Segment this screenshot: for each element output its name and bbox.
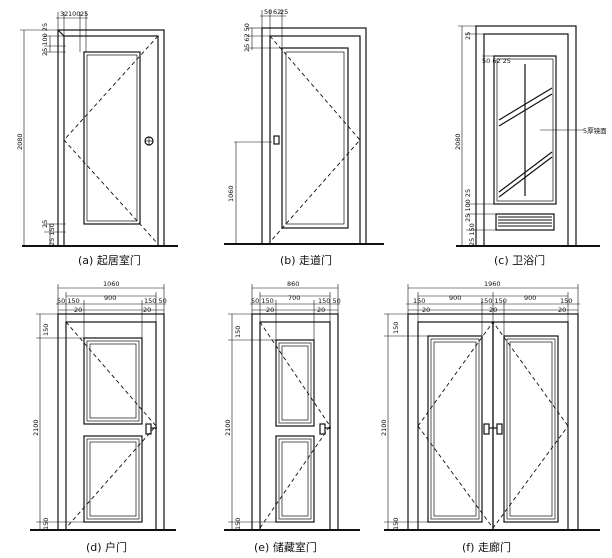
dim-d-top-rail: 150 bbox=[42, 324, 50, 336]
door-c: 5厚镜面 25 50 62 25 2080 25 100 25 25 150 (… bbox=[454, 25, 607, 267]
dim-e-sub-l: 20 bbox=[266, 306, 274, 314]
dim-c-left-lower: 25 100 25 bbox=[464, 189, 472, 222]
door-f: 1960 900 900 150 150 150 150 20 20 20 21… bbox=[380, 280, 600, 554]
mirror-note: 5厚镜面 bbox=[583, 126, 607, 135]
dim-e-bottom-rail: 150 bbox=[234, 518, 242, 530]
dim-a-left-upper: 25 100 25 bbox=[41, 23, 49, 56]
swing-lines-f-bottom bbox=[417, 425, 569, 529]
dim-f-top-rail: 150 bbox=[392, 322, 400, 334]
dim-e-sub-r: 20 bbox=[317, 306, 325, 314]
door-leaf-d bbox=[65, 321, 157, 531]
dim-f-sub-m: 20 bbox=[489, 306, 497, 314]
caption-door-b: (b) 走道门 bbox=[280, 253, 332, 267]
dim-c-top-row: 50 62 25 bbox=[482, 57, 511, 65]
caption-door-f: (f) 走廊门 bbox=[462, 540, 511, 554]
dim-f-bottom-rail: 150 bbox=[392, 518, 400, 530]
swing-lines-b bbox=[269, 35, 361, 243]
door-a: 32 100 25 25 100 25 2080 25 25 150 (a) 起… bbox=[16, 10, 178, 267]
dim-a-top-c: 25 bbox=[80, 10, 88, 18]
door-frame-a bbox=[57, 29, 165, 247]
dim-d-bottom-rail: 150 bbox=[42, 518, 50, 530]
swing-lines-d bbox=[65, 321, 157, 529]
door-frame-d bbox=[57, 313, 165, 531]
left-panel-f bbox=[427, 335, 483, 523]
dim-d-clear: 900 bbox=[104, 294, 116, 302]
handle-f-right bbox=[496, 423, 503, 435]
handle-d bbox=[145, 423, 152, 435]
door-leaf-e bbox=[259, 321, 331, 531]
door-d: 1060 900 50 150 150 50 20 20 2100 150 15… bbox=[30, 280, 176, 554]
door-b: 50 62 25 25 62 50 1060 (b) 走道门 bbox=[224, 8, 384, 267]
dim-e-height: 2100 bbox=[224, 419, 232, 436]
swing-lines-a bbox=[63, 35, 159, 245]
dim-f-clear-r: 900 bbox=[524, 294, 536, 302]
caption-door-d: (d) 户门 bbox=[86, 540, 127, 554]
dim-b-left-upper: 25 62 50 bbox=[243, 23, 251, 52]
dim-a-top-a: 32 bbox=[60, 10, 68, 18]
dim-f-seg-l: 150 bbox=[413, 297, 425, 305]
caption-door-e: (e) 储藏室门 bbox=[254, 540, 317, 554]
dim-e-overall: 860 bbox=[287, 280, 299, 288]
door-leaf-b bbox=[269, 35, 361, 245]
door-frame-e bbox=[251, 313, 339, 531]
right-panel-f bbox=[503, 335, 559, 523]
dim-d-sub-r: 20 bbox=[143, 306, 151, 314]
lower-panel-d bbox=[83, 435, 143, 523]
dim-f-overall: 1960 bbox=[484, 280, 501, 288]
door-leaf-c bbox=[483, 33, 569, 247]
door-panel-a bbox=[83, 51, 141, 225]
lower-panel-e bbox=[275, 435, 315, 523]
dim-a-height: 2080 bbox=[16, 133, 24, 150]
dim-f-height: 2100 bbox=[380, 419, 388, 436]
dim-d-seg-l: 50 150 bbox=[57, 297, 80, 305]
dim-f-clear-l: 900 bbox=[449, 294, 461, 302]
handle-e bbox=[319, 423, 326, 435]
upper-panel-e bbox=[275, 339, 315, 427]
dim-e-clear: 700 bbox=[288, 294, 300, 302]
dim-b-handle: 1060 bbox=[227, 185, 235, 202]
dim-d-height: 2100 bbox=[32, 419, 40, 436]
dim-c-height: 2080 bbox=[454, 133, 462, 150]
dim-f-seg-m: 150 150 bbox=[480, 297, 507, 305]
caption-door-c: (c) 卫浴门 bbox=[494, 253, 545, 267]
dim-f-sub-r: 20 bbox=[558, 306, 566, 314]
dim-a-top-b: 100 bbox=[68, 10, 80, 18]
upper-panel-d bbox=[83, 337, 143, 425]
dim-a-left-lower: 25 bbox=[41, 220, 49, 228]
dim-f-seg-r: 150 bbox=[560, 297, 572, 305]
handle-f-left bbox=[483, 423, 490, 435]
caption-door-a: (a) 起居室门 bbox=[78, 253, 141, 267]
dim-c-left-top: 25 bbox=[464, 32, 472, 40]
dim-e-seg-r: 150 50 bbox=[318, 297, 341, 305]
door-e: 860 700 50 150 150 50 20 20 2100 150 150… bbox=[224, 280, 360, 554]
dim-d-seg-r: 150 50 bbox=[144, 297, 167, 305]
dim-b-top-a: 50 bbox=[264, 8, 272, 16]
dim-f-sub-l: 20 bbox=[422, 306, 430, 314]
dim-b-top-b: 62 bbox=[273, 8, 281, 16]
dim-d-overall: 1060 bbox=[103, 280, 120, 288]
vent-grille-c bbox=[495, 213, 555, 231]
door-leaf-a bbox=[63, 35, 159, 247]
door-panel-b bbox=[281, 47, 349, 229]
dim-d-sub-l: 20 bbox=[74, 306, 82, 314]
dim-a-bottom: 25 150 bbox=[48, 223, 56, 246]
dim-b-top-c: 25 bbox=[280, 8, 288, 16]
dim-c-bottom: 25 150 bbox=[468, 223, 476, 246]
dim-e-top-rail: 150 bbox=[234, 326, 242, 338]
handle-b bbox=[273, 135, 280, 145]
dim-e-seg-l: 50 150 bbox=[251, 297, 274, 305]
